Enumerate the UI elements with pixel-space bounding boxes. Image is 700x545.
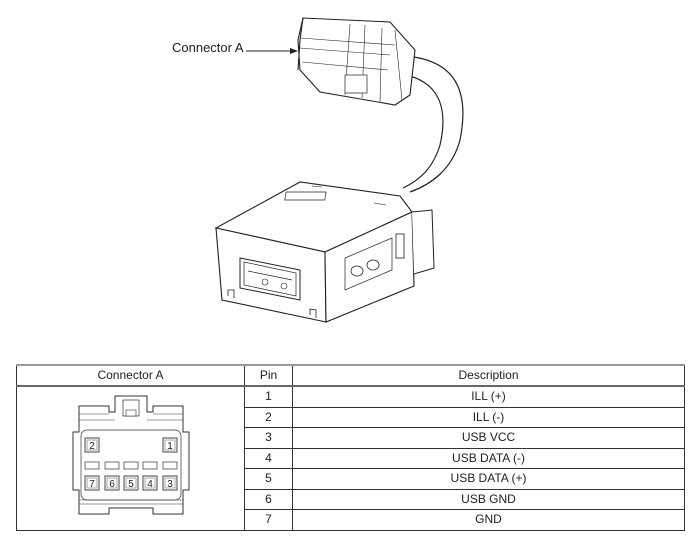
pin-cavity: 5 bbox=[123, 475, 138, 491]
pin-cell: 5 bbox=[244, 468, 293, 490]
pin-cell: 2 bbox=[244, 406, 293, 428]
pin-number-label: 4 bbox=[147, 479, 153, 490]
pin-cell: 1 bbox=[244, 385, 293, 408]
table-header-row: Connector A Pin Description bbox=[16, 364, 685, 387]
usb-jack-body bbox=[214, 181, 435, 323]
description-cell: GND bbox=[292, 509, 685, 531]
pin-cavity: 2 bbox=[84, 437, 99, 453]
pin-cavity: 3 bbox=[162, 475, 177, 491]
table-row: 3 USB VCC bbox=[17, 427, 685, 449]
description-cell: USB VCC bbox=[292, 427, 685, 449]
table-row: 6 USB GND bbox=[17, 488, 685, 510]
description-cell: ILL (+) bbox=[292, 385, 685, 408]
pin-number-label: 5 bbox=[128, 479, 134, 490]
cable bbox=[402, 55, 464, 193]
terminal-lock-slot bbox=[162, 461, 177, 470]
description-cell: USB DATA (+) bbox=[292, 468, 685, 490]
terminal-lock-slot bbox=[142, 461, 157, 470]
table-row: 7 GND bbox=[17, 509, 685, 531]
pin-cell: 3 bbox=[244, 427, 293, 449]
pin-number-label: 3 bbox=[167, 479, 173, 490]
usb-jack-illustration bbox=[214, 17, 464, 323]
description-cell: USB GND bbox=[292, 488, 685, 510]
pin-number-label: 6 bbox=[109, 479, 115, 490]
pin-number-label: 1 bbox=[167, 441, 173, 452]
pin-cell: 7 bbox=[244, 509, 293, 531]
pin-cavity: 6 bbox=[104, 475, 119, 491]
connector-a-drawing bbox=[297, 17, 416, 106]
pin-cavity: 4 bbox=[142, 475, 157, 491]
header-description: Description bbox=[292, 364, 685, 387]
description-cell: USB DATA (-) bbox=[292, 447, 685, 469]
pin-cavity: 1 bbox=[162, 437, 177, 453]
connector-face-cell: 2 1 7 6 5 4 3 bbox=[16, 385, 245, 531]
header-connector: Connector A bbox=[16, 364, 245, 387]
pin-description-table: Connector A Pin Description bbox=[16, 364, 685, 531]
connector-a-callout: Connector A bbox=[172, 40, 244, 55]
callout-arrow bbox=[246, 48, 298, 54]
pin-cavity: 7 bbox=[84, 475, 99, 491]
table-row: 4 USB DATA (-) bbox=[17, 447, 685, 469]
pin-number-label: 2 bbox=[89, 441, 95, 452]
terminal-lock-slot bbox=[104, 461, 119, 470]
header-pin: Pin bbox=[244, 364, 293, 387]
description-cell: ILL (-) bbox=[292, 406, 685, 428]
pin-cell: 6 bbox=[244, 488, 293, 510]
terminal-lock-slot bbox=[123, 461, 138, 470]
pin-cell: 4 bbox=[244, 447, 293, 469]
connector-a-face-diagram: 2 1 7 6 5 4 3 bbox=[72, 395, 189, 515]
terminal-lock-slot bbox=[84, 461, 99, 470]
pin-number-label: 7 bbox=[89, 479, 95, 490]
